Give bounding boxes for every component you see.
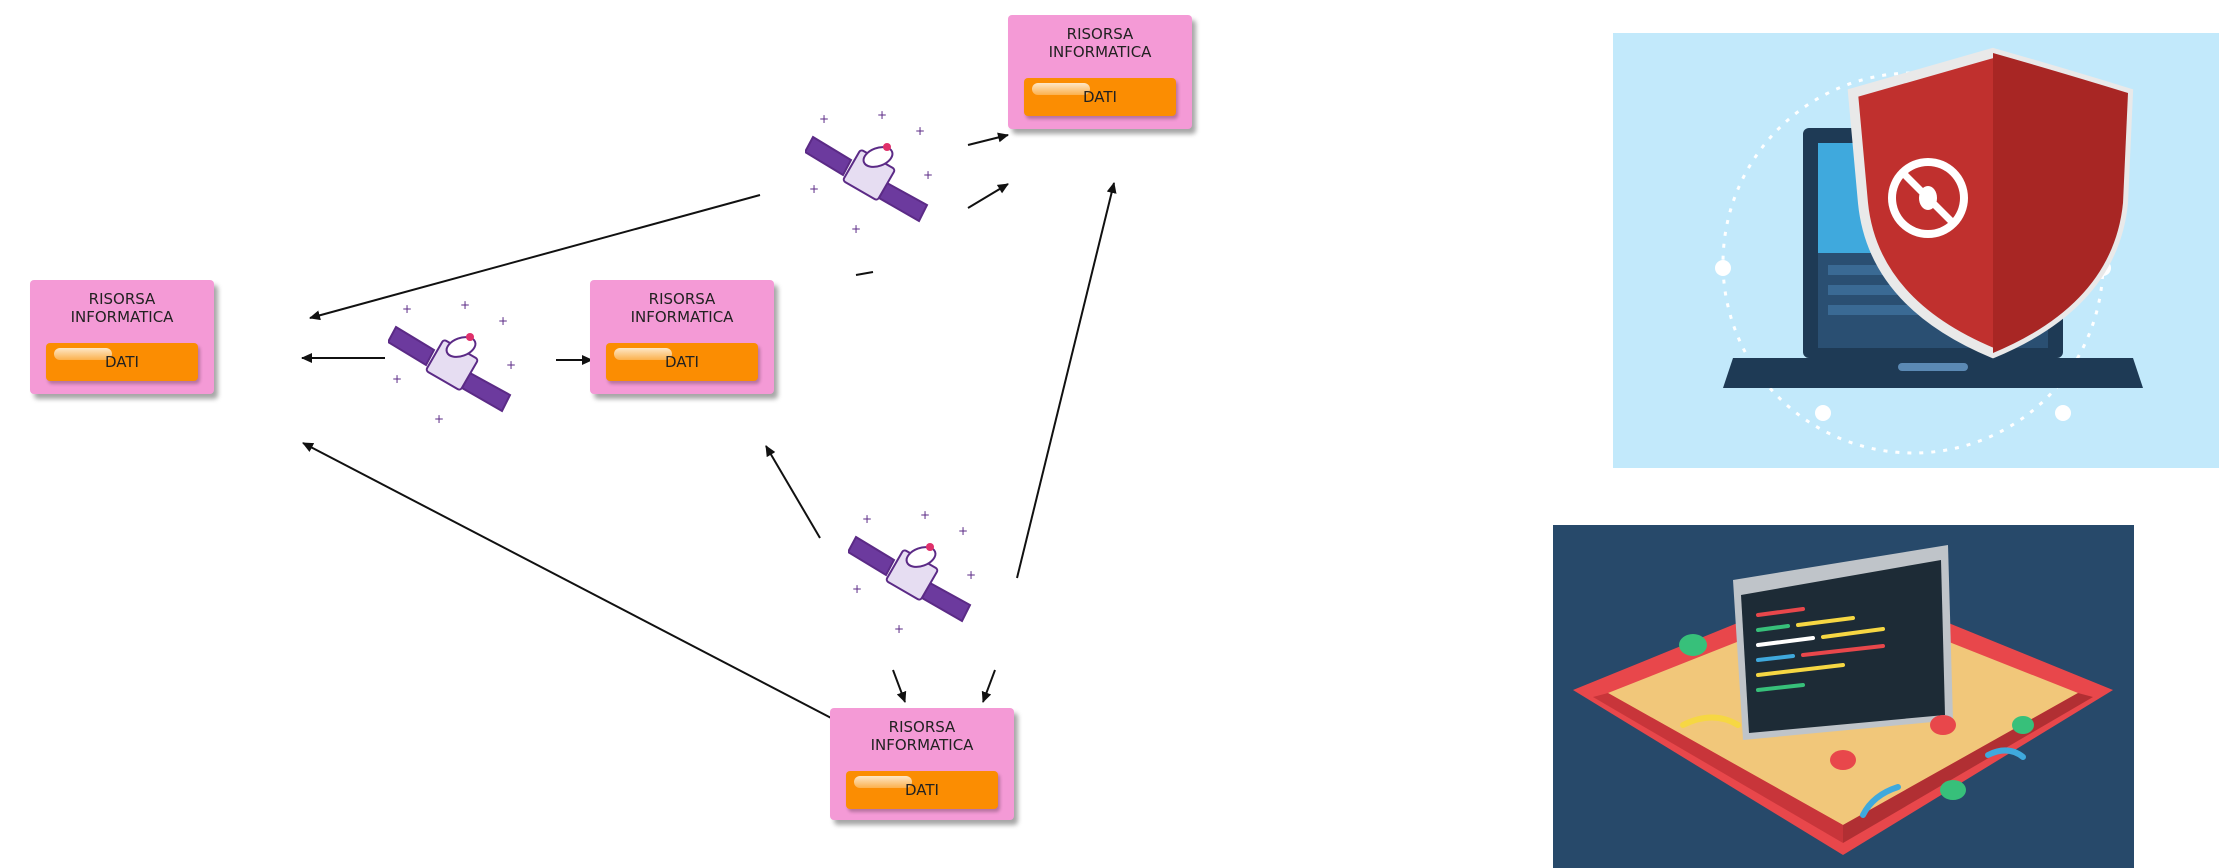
data-label: DATI — [905, 781, 939, 799]
svg-text:+: + — [460, 298, 470, 312]
antivirus-shield-laptop-icon — [1613, 33, 2219, 468]
svg-text:+: + — [923, 168, 933, 182]
node-title: RISORSA INFORMATICA — [630, 290, 734, 326]
link-sat2-to-top — [967, 132, 1009, 146]
svg-text:+: + — [920, 508, 930, 522]
svg-text:+: + — [434, 412, 444, 425]
data-block: DATI — [1024, 78, 1176, 116]
data-block: DATI — [846, 771, 998, 809]
link-sat3-to-middle — [765, 445, 821, 539]
svg-text:+: + — [819, 112, 829, 126]
svg-text:+: + — [506, 358, 516, 372]
link-sat2-to-top-2 — [967, 183, 1009, 209]
data-block: DATI — [606, 343, 758, 381]
svg-text:+: + — [392, 372, 402, 386]
svg-text:+: + — [852, 582, 862, 596]
satellite-icon: + + + + + + — [388, 298, 516, 425]
node-title: RISORSA INFORMATICA — [870, 718, 974, 754]
node-title: RISORSA INFORMATICA — [1048, 25, 1152, 61]
data-label: DATI — [1083, 88, 1117, 106]
malware-sandbox-icon — [1553, 525, 2134, 868]
data-block: DATI — [46, 343, 198, 381]
link-top-to-left — [309, 194, 761, 321]
data-label: DATI — [105, 353, 139, 371]
satellite-icon: + + + + + + — [848, 508, 976, 635]
link-stub — [855, 271, 874, 276]
link-sat3-to-bottom — [892, 669, 907, 703]
svg-text:+: + — [894, 622, 904, 635]
link-bottom-to-top — [1016, 182, 1117, 579]
resource-node-top: RISORSA INFORMATICA DATI — [1008, 15, 1192, 129]
svg-text:+: + — [809, 182, 819, 196]
resource-node-middle: RISORSA INFORMATICA DATI — [590, 280, 774, 394]
svg-text:+: + — [402, 302, 412, 316]
resource-node-bottom: RISORSA INFORMATICA DATI — [830, 708, 1014, 820]
resource-node-left: RISORSA INFORMATICA DATI — [30, 280, 214, 394]
satellite-icon: + + + + + + — [805, 108, 933, 235]
svg-text:+: + — [966, 568, 976, 582]
svg-text:+: + — [851, 222, 861, 235]
node-title: RISORSA INFORMATICA — [70, 290, 174, 326]
svg-text:+: + — [915, 124, 925, 138]
link-bottom-to-left — [302, 442, 836, 721]
link-sat3-to-bottom-2 — [981, 669, 996, 703]
svg-text:+: + — [498, 314, 508, 328]
data-label: DATI — [665, 353, 699, 371]
svg-text:+: + — [862, 512, 872, 526]
svg-text:+: + — [958, 524, 968, 538]
svg-text:+: + — [877, 108, 887, 122]
